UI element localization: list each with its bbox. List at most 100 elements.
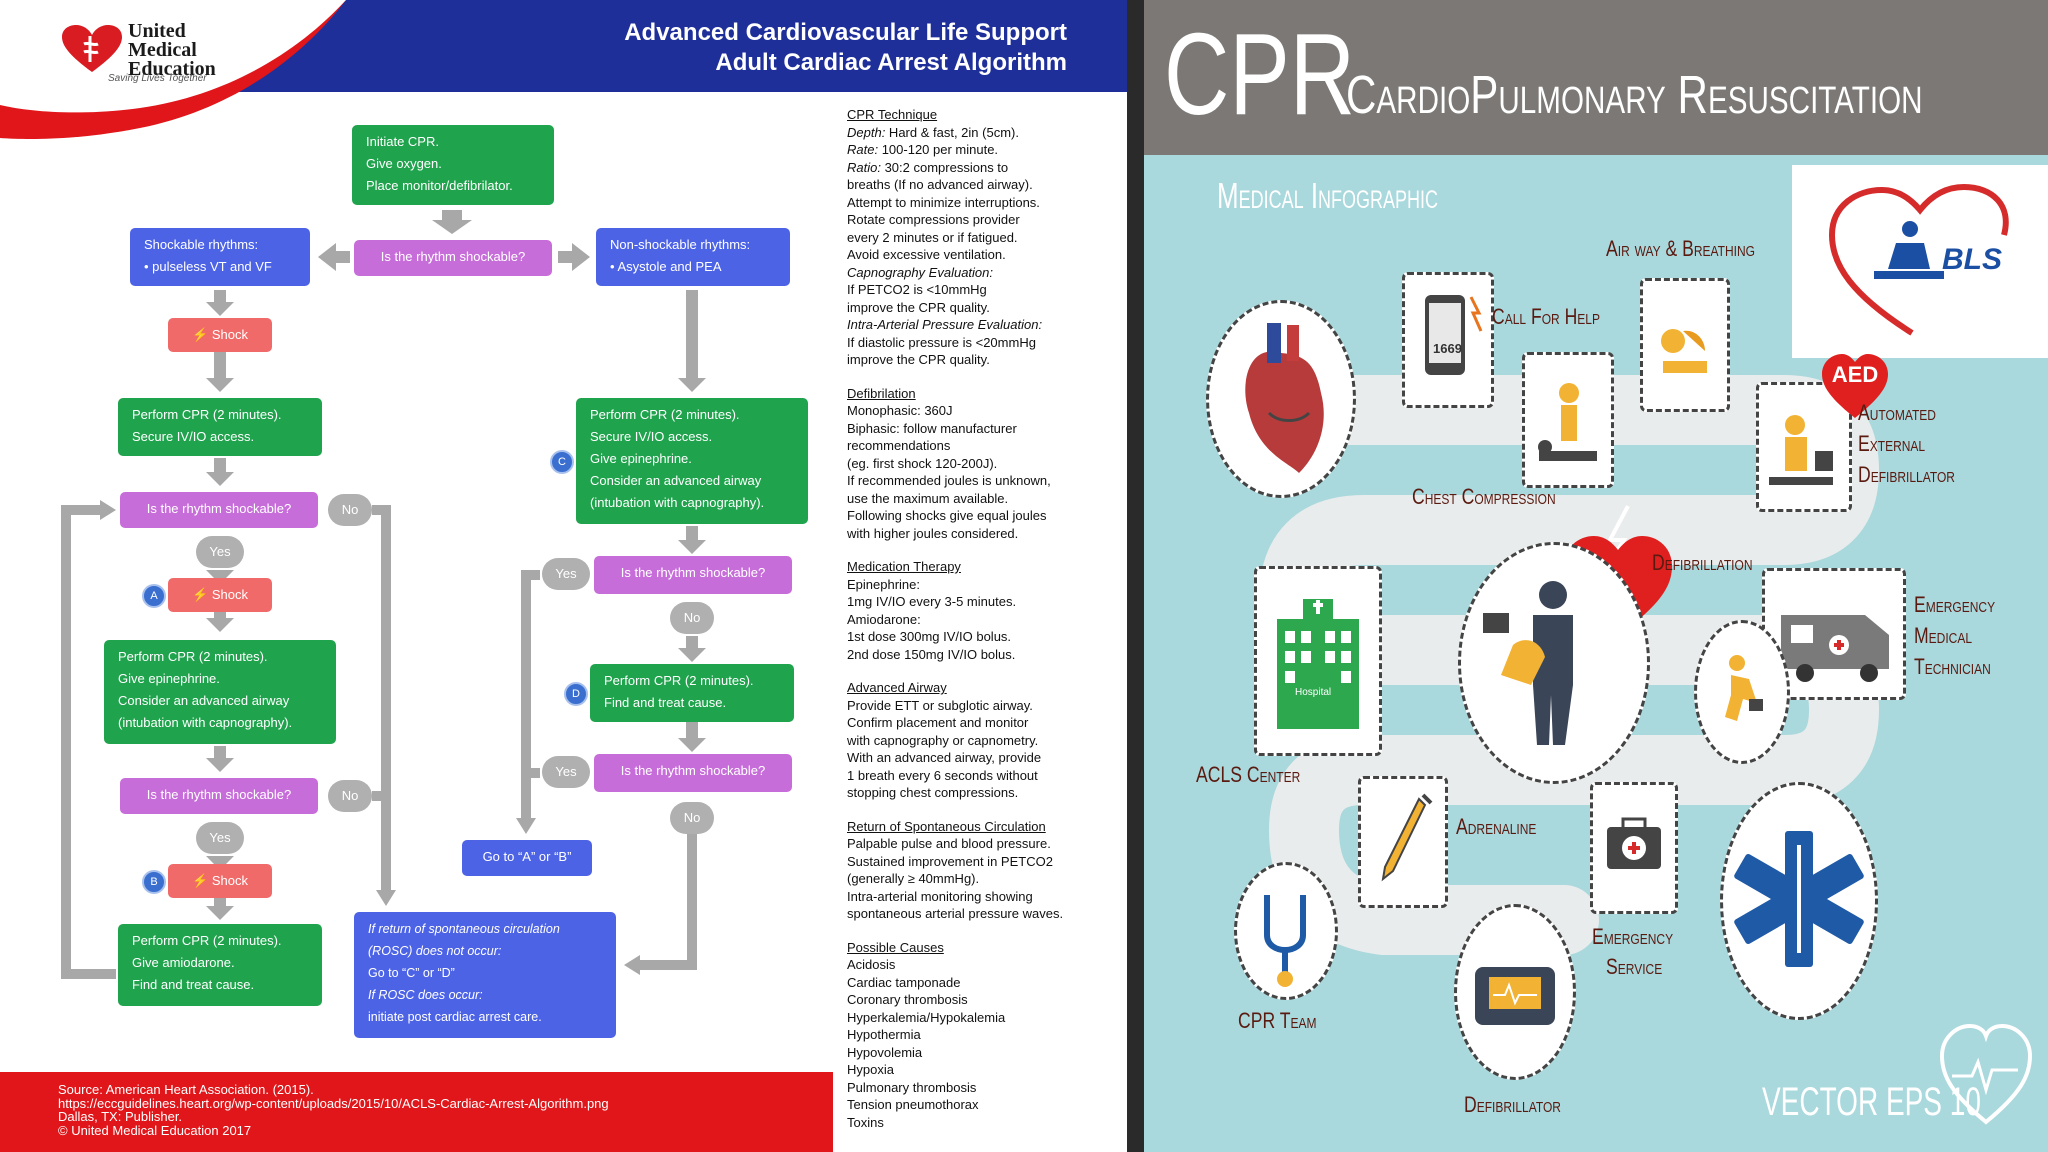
- box-line: Give epinephrine.: [590, 451, 692, 466]
- info-line-text: 2nd dose 150mg IV/IO bolus.: [847, 646, 1016, 662]
- info-line-label: Capnography Evaluation:: [847, 264, 993, 280]
- info-line: Ratio: 30:2 compressions to: [847, 159, 1117, 177]
- info-line: Acidosis: [847, 956, 1117, 974]
- info-section-title: Advanced Airway: [847, 680, 947, 695]
- bls-label: BLS: [1942, 243, 2002, 276]
- aed-label-line-1: Automated: [1858, 400, 1936, 425]
- info-line-text: If PETCO2 is <10mmHg: [847, 282, 987, 297]
- info-line-text: Avoid excessive ventilation.: [847, 247, 1006, 262]
- info-line-text: Biphasic: follow manufacturer: [847, 420, 1017, 436]
- info-line: Toxins: [847, 1114, 1117, 1132]
- info-line-text: 100-120 per minute.: [878, 142, 999, 157]
- info-line: Intra-Arterial Pressure Evaluation:: [847, 316, 1117, 334]
- adrenaline-label: Adrenaline: [1456, 814, 1537, 839]
- emt-label-line-2: Medical: [1914, 623, 1973, 648]
- defibrillator-icon: [1475, 967, 1555, 1025]
- box-line: (intubation with capnography).: [590, 495, 765, 510]
- airway-card: [1640, 278, 1730, 412]
- info-line: (generally ≥ 40mmHg).: [847, 870, 1117, 888]
- title-line-2: Adult Cardiac Arrest Algorithm: [715, 49, 1067, 76]
- chest-compression-icon: [1538, 383, 1597, 461]
- airway-icon: [1661, 329, 1707, 373]
- emergency-service-label-2: Service: [1606, 954, 1663, 979]
- shockable-rhythms-box: Shockable rhythms: • pulseless VT and VF: [130, 228, 310, 286]
- info-line: If recommended joules is unknown,: [847, 472, 1117, 490]
- box-line: Give epinephrine.: [118, 671, 220, 686]
- info-line-text: Following shocks give equal joules: [847, 508, 1047, 523]
- info-line: Following shocks give equal joules: [847, 507, 1117, 525]
- box-line: Go to “C” or “D”: [368, 966, 455, 980]
- info-line: Cardiac tamponade: [847, 974, 1117, 992]
- info-line: Tension pneumothorax: [847, 1096, 1117, 1114]
- page-title: Advanced Cardiovascular Life Support Adu…: [624, 18, 1067, 78]
- logo-line: United: [128, 20, 186, 42]
- aed-usage-icon: [1769, 415, 1833, 485]
- start-box: Initiate CPR. Give oxygen. Place monitor…: [352, 125, 554, 205]
- info-line: Monophasic: 360J: [847, 402, 1117, 420]
- info-section-title: Defibrilation: [847, 385, 916, 401]
- info-line-text: 1 breath every 6 seconds without: [847, 767, 1038, 783]
- info-line-text: Palpable pulse and blood pressure.: [847, 836, 1051, 851]
- aed-label-line-3: Defibrillator: [1858, 462, 1955, 487]
- box-line: Consider an advanced airway: [118, 693, 290, 708]
- lightning-icon: ⚡: [192, 873, 209, 888]
- shock-box-b: ⚡ Shock: [168, 864, 272, 898]
- info-line-text: (generally ≥ 40mmHg).: [847, 871, 980, 886]
- footer-band: [0, 1072, 833, 1152]
- rescuer-circle: [1458, 542, 1650, 784]
- info-line: Amiodarone:: [847, 611, 1117, 629]
- box-line: Perform CPR (2 minutes).: [590, 407, 740, 422]
- info-line: Attempt to minimize interruptions.: [847, 194, 1117, 212]
- defibrillation-label: Defibrillation: [1652, 550, 1753, 575]
- box-line: Find and treat cause.: [132, 977, 255, 992]
- info-line-text: every 2 minutes or if fatigued.: [847, 229, 1018, 245]
- box-line: • Asystole and PEA: [610, 259, 722, 274]
- cpr-box-3: Perform CPR (2 minutes). Give amiodarone…: [118, 924, 322, 1006]
- emt-label-line-1: Emergency: [1914, 592, 1996, 617]
- footer-line: © United Medical Education 2017: [58, 1122, 252, 1138]
- info-line-text: improve the CPR quality.: [847, 299, 990, 315]
- info-line-text: If diastolic pressure is <20mmHg: [847, 334, 1036, 350]
- question-left-1: Is the rhythm shockable?: [120, 492, 318, 528]
- runner-circle: [1694, 620, 1790, 764]
- info-line-label: Depth:: [847, 124, 886, 140]
- info-line-text: with higher joules considered.: [847, 525, 1019, 541]
- info-line: Hyperkalemia/Hypokalemia: [847, 1009, 1117, 1027]
- box-line: Find and treat cause.: [604, 695, 727, 710]
- running-medic-icon: [1725, 655, 1763, 721]
- shock-box-a: ⚡ Shock: [168, 578, 272, 612]
- bls-logo-box: BLS: [1792, 165, 2048, 358]
- info-line: with higher joules considered.: [847, 525, 1117, 543]
- info-line-text: Monophasic: 360J: [847, 403, 953, 418]
- ambulance-icon: [1781, 615, 1889, 682]
- info-line: recommendations: [847, 437, 1117, 455]
- box-line: Secure IV/IO access.: [590, 429, 713, 444]
- info-line-text: stopping chest compressions.: [847, 785, 1019, 800]
- no-pill: No: [328, 494, 372, 526]
- info-line: Hypoxia: [847, 1061, 1117, 1079]
- panel-divider: [1127, 0, 1144, 1152]
- heart-anatomy-circle: [1206, 300, 1356, 498]
- question-right-2: Is the rhythm shockable?: [594, 754, 792, 792]
- info-line-text: Toxins: [847, 1114, 884, 1130]
- info-line: If PETCO2 is <10mmHg: [847, 281, 1117, 299]
- footer-line: Dallas, TX: Publisher.: [58, 1109, 183, 1124]
- info-line: Provide ETT or subglotic airway.: [847, 697, 1117, 715]
- info-line: 1st dose 300mg IV/IO bolus.: [847, 628, 1117, 646]
- info-line: (eg. first shock 120-200J).: [847, 455, 1117, 473]
- info-line-text: Confirm placement and monitor: [847, 715, 1029, 730]
- defibrillator-circle: [1454, 904, 1576, 1080]
- info-line: with capnography or capnometry.: [847, 732, 1117, 750]
- box-line: (intubation with capnography).: [118, 715, 293, 730]
- aed-label-line-2: External: [1858, 431, 1926, 456]
- box-line: Perform CPR (2 minutes).: [132, 933, 282, 948]
- info-line-text: Sustained improvement in PETCO2: [847, 853, 1053, 869]
- stethoscope-icon: [1264, 895, 1306, 987]
- info-line: With an advanced airway, provide: [847, 749, 1117, 767]
- info-section-title: Possible Causes: [847, 939, 944, 955]
- info-line: Capnography Evaluation:: [847, 264, 1117, 282]
- info-line-text: Cardiac tamponade: [847, 974, 961, 990]
- badge-d: D: [564, 682, 588, 706]
- info-line-text: With an advanced airway, provide: [847, 750, 1042, 765]
- info-line: Hypovolemia: [847, 1044, 1117, 1062]
